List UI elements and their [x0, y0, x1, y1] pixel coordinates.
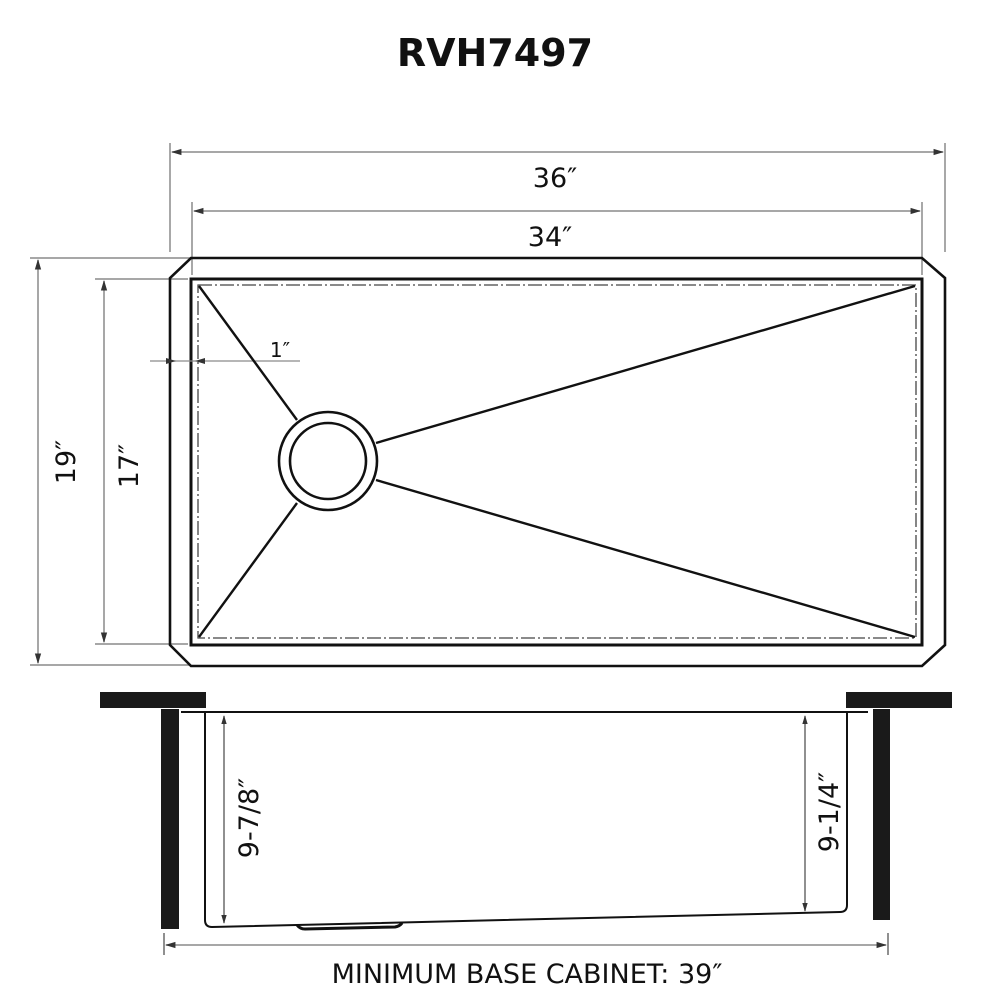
bowl-depth-label: 17″	[114, 444, 145, 488]
countertop-right	[846, 692, 952, 708]
countertop-left	[100, 692, 206, 708]
bowl-width-label: 34″	[528, 222, 572, 253]
left-depth-label: 9-7/8″	[234, 778, 265, 858]
cabinet-label: MINIMUM BASE CABINET: 39″	[332, 959, 723, 990]
sink-flange-outline	[168, 256, 947, 668]
overall-depth-label: 19″	[51, 440, 82, 484]
flange-width-label: 1″	[270, 338, 290, 362]
right-depth-label: 9-1/4″	[814, 772, 845, 852]
drain-profile	[295, 922, 404, 931]
model-title: RVH7497	[397, 31, 593, 75]
bowl-radius-line	[197, 284, 917, 639]
cabinet-wall-right	[873, 709, 890, 920]
overall-width-label: 36″	[533, 163, 577, 194]
top-view: 36″ 34″ 19″ 17″ 1″	[30, 143, 947, 668]
side-view: 9-7/8″ 9-1/4″ MINIMUM BASE CABINET: 39″	[100, 692, 952, 990]
bowl-outline	[189, 277, 924, 647]
drain-icon	[277, 410, 379, 512]
sink-bowl-profile	[204, 712, 848, 929]
cabinet-wall-left	[161, 709, 179, 929]
